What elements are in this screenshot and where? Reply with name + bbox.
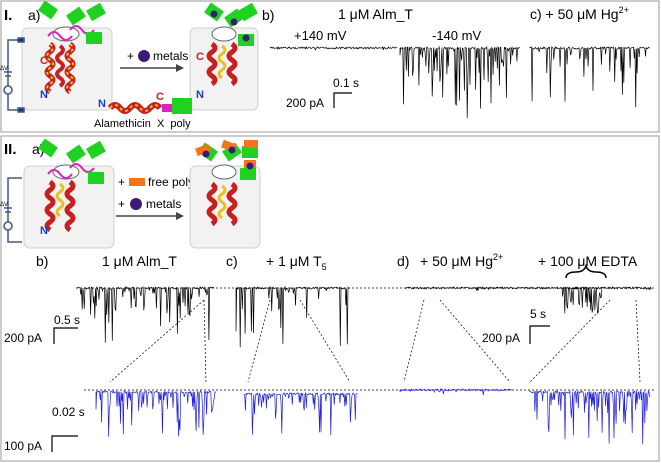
panel-2-d-label: d)	[397, 253, 409, 269]
panel-2-b-label: b)	[36, 253, 48, 269]
zoom-guide-line	[635, 299, 641, 383]
panel-1-b-label: b)	[262, 7, 274, 23]
scale-current-2c: 100 pA	[4, 439, 42, 453]
panel-2-d-title: + 50 μM Hg2+	[420, 252, 503, 269]
voltage-positive-label: +140 mV	[294, 28, 347, 43]
c-terminus-label: C	[40, 55, 48, 67]
trace-t5	[235, 285, 350, 348]
trace-zoom-2	[243, 391, 358, 436]
construct-label: Alamethicin X poly	[94, 118, 191, 130]
trace-edta-burst	[561, 286, 603, 314]
trace-positive-voltage	[269, 46, 398, 51]
c-terminus-label-after: C	[196, 51, 204, 63]
panel-1-border	[0, 0, 660, 133]
scale-time-2a: 0.5 s	[54, 313, 80, 327]
trace-zoom-3	[399, 388, 513, 396]
reaction-arrowhead-2	[176, 212, 184, 220]
n-terminus-label-after: N	[196, 89, 204, 101]
scale-time-2c: 0.02 s	[52, 405, 85, 419]
trace-zoom-1	[95, 389, 216, 437]
n-terminus-label-2: N	[40, 225, 48, 237]
zoom-guide-line	[109, 299, 205, 383]
panel-2-roman: II.	[4, 141, 17, 158]
trace-zoom-4	[529, 389, 651, 445]
metal-ion-icon-2	[130, 198, 142, 210]
trace-negative-voltage	[399, 45, 520, 119]
scale-time-1: 0.1 s	[333, 76, 359, 90]
voltage-circuit-2	[3, 177, 22, 243]
scale-current-2b: 200 pA	[482, 331, 520, 345]
reaction-arrowhead-1	[176, 64, 184, 72]
trace-alm-t	[77, 285, 215, 343]
panel-2-c-title: + 1 μM T5	[266, 253, 327, 272]
n-terminus-label: N	[40, 89, 48, 101]
zoom-guide-line	[529, 299, 611, 383]
scale-bar-1	[333, 92, 352, 108]
free-poly-label: free poly	[148, 175, 194, 189]
panel-2-b-title: 1 μM Alm_T	[102, 253, 177, 269]
scale-time-2b: 5 s	[530, 307, 546, 321]
membrane-pore-after: C N	[189, 2, 259, 111]
voltage-circuit	[3, 37, 25, 113]
panel-2-edta-label: + 100 μM EDTA	[538, 253, 638, 269]
construct-schematic	[107, 98, 192, 114]
construct-c-label: C	[156, 91, 164, 103]
plus-sign-2a: +	[118, 175, 125, 189]
plus-sign-2b: +	[118, 197, 125, 211]
scale-bar-2b	[529, 325, 550, 344]
membrane-pore-2-after	[189, 139, 261, 249]
zoom-guide-line	[203, 299, 207, 383]
zoom-guide-line	[299, 299, 351, 383]
free-poly-icon	[129, 178, 145, 186]
panel-2-c-label: c)	[226, 253, 238, 269]
voltage-negative-label: -140 mV	[432, 28, 481, 43]
panel-1-traces	[269, 45, 650, 119]
panel-2-traces	[76, 285, 655, 445]
scale-current-1: 200 pA	[286, 96, 324, 110]
plus-sign-1: +	[127, 49, 134, 63]
panel-1-b-title: 1 μM Alm_T	[338, 6, 413, 22]
zoom-guide-line	[403, 299, 425, 383]
panel-1-c-title: c) + 50 μM Hg2+	[530, 5, 629, 22]
metals-label-2: metals	[146, 197, 181, 211]
membrane-pore-before: C N	[21, 0, 113, 111]
delta-v-label-1: ΔV	[0, 66, 8, 72]
scale-bar-2c	[51, 435, 78, 452]
edta-brace	[565, 263, 607, 279]
scale-current-2a: 200 pA	[4, 331, 42, 345]
panel-2-border	[0, 135, 660, 462]
delta-v-label-2: ΔV	[0, 202, 8, 208]
membrane-pore-2-before: N	[23, 138, 115, 249]
metal-ion-icon	[138, 50, 150, 62]
panel-1-roman: I.	[4, 7, 12, 24]
metals-label-1: metals	[153, 49, 188, 63]
construct-n-label: N	[98, 98, 106, 110]
scale-bar-2a	[53, 327, 78, 344]
trace-hg-edta	[405, 286, 652, 291]
trace-mercury-1	[529, 45, 650, 108]
panel-1-a-label: a)	[28, 7, 40, 23]
zoom-guide-line	[439, 299, 511, 383]
